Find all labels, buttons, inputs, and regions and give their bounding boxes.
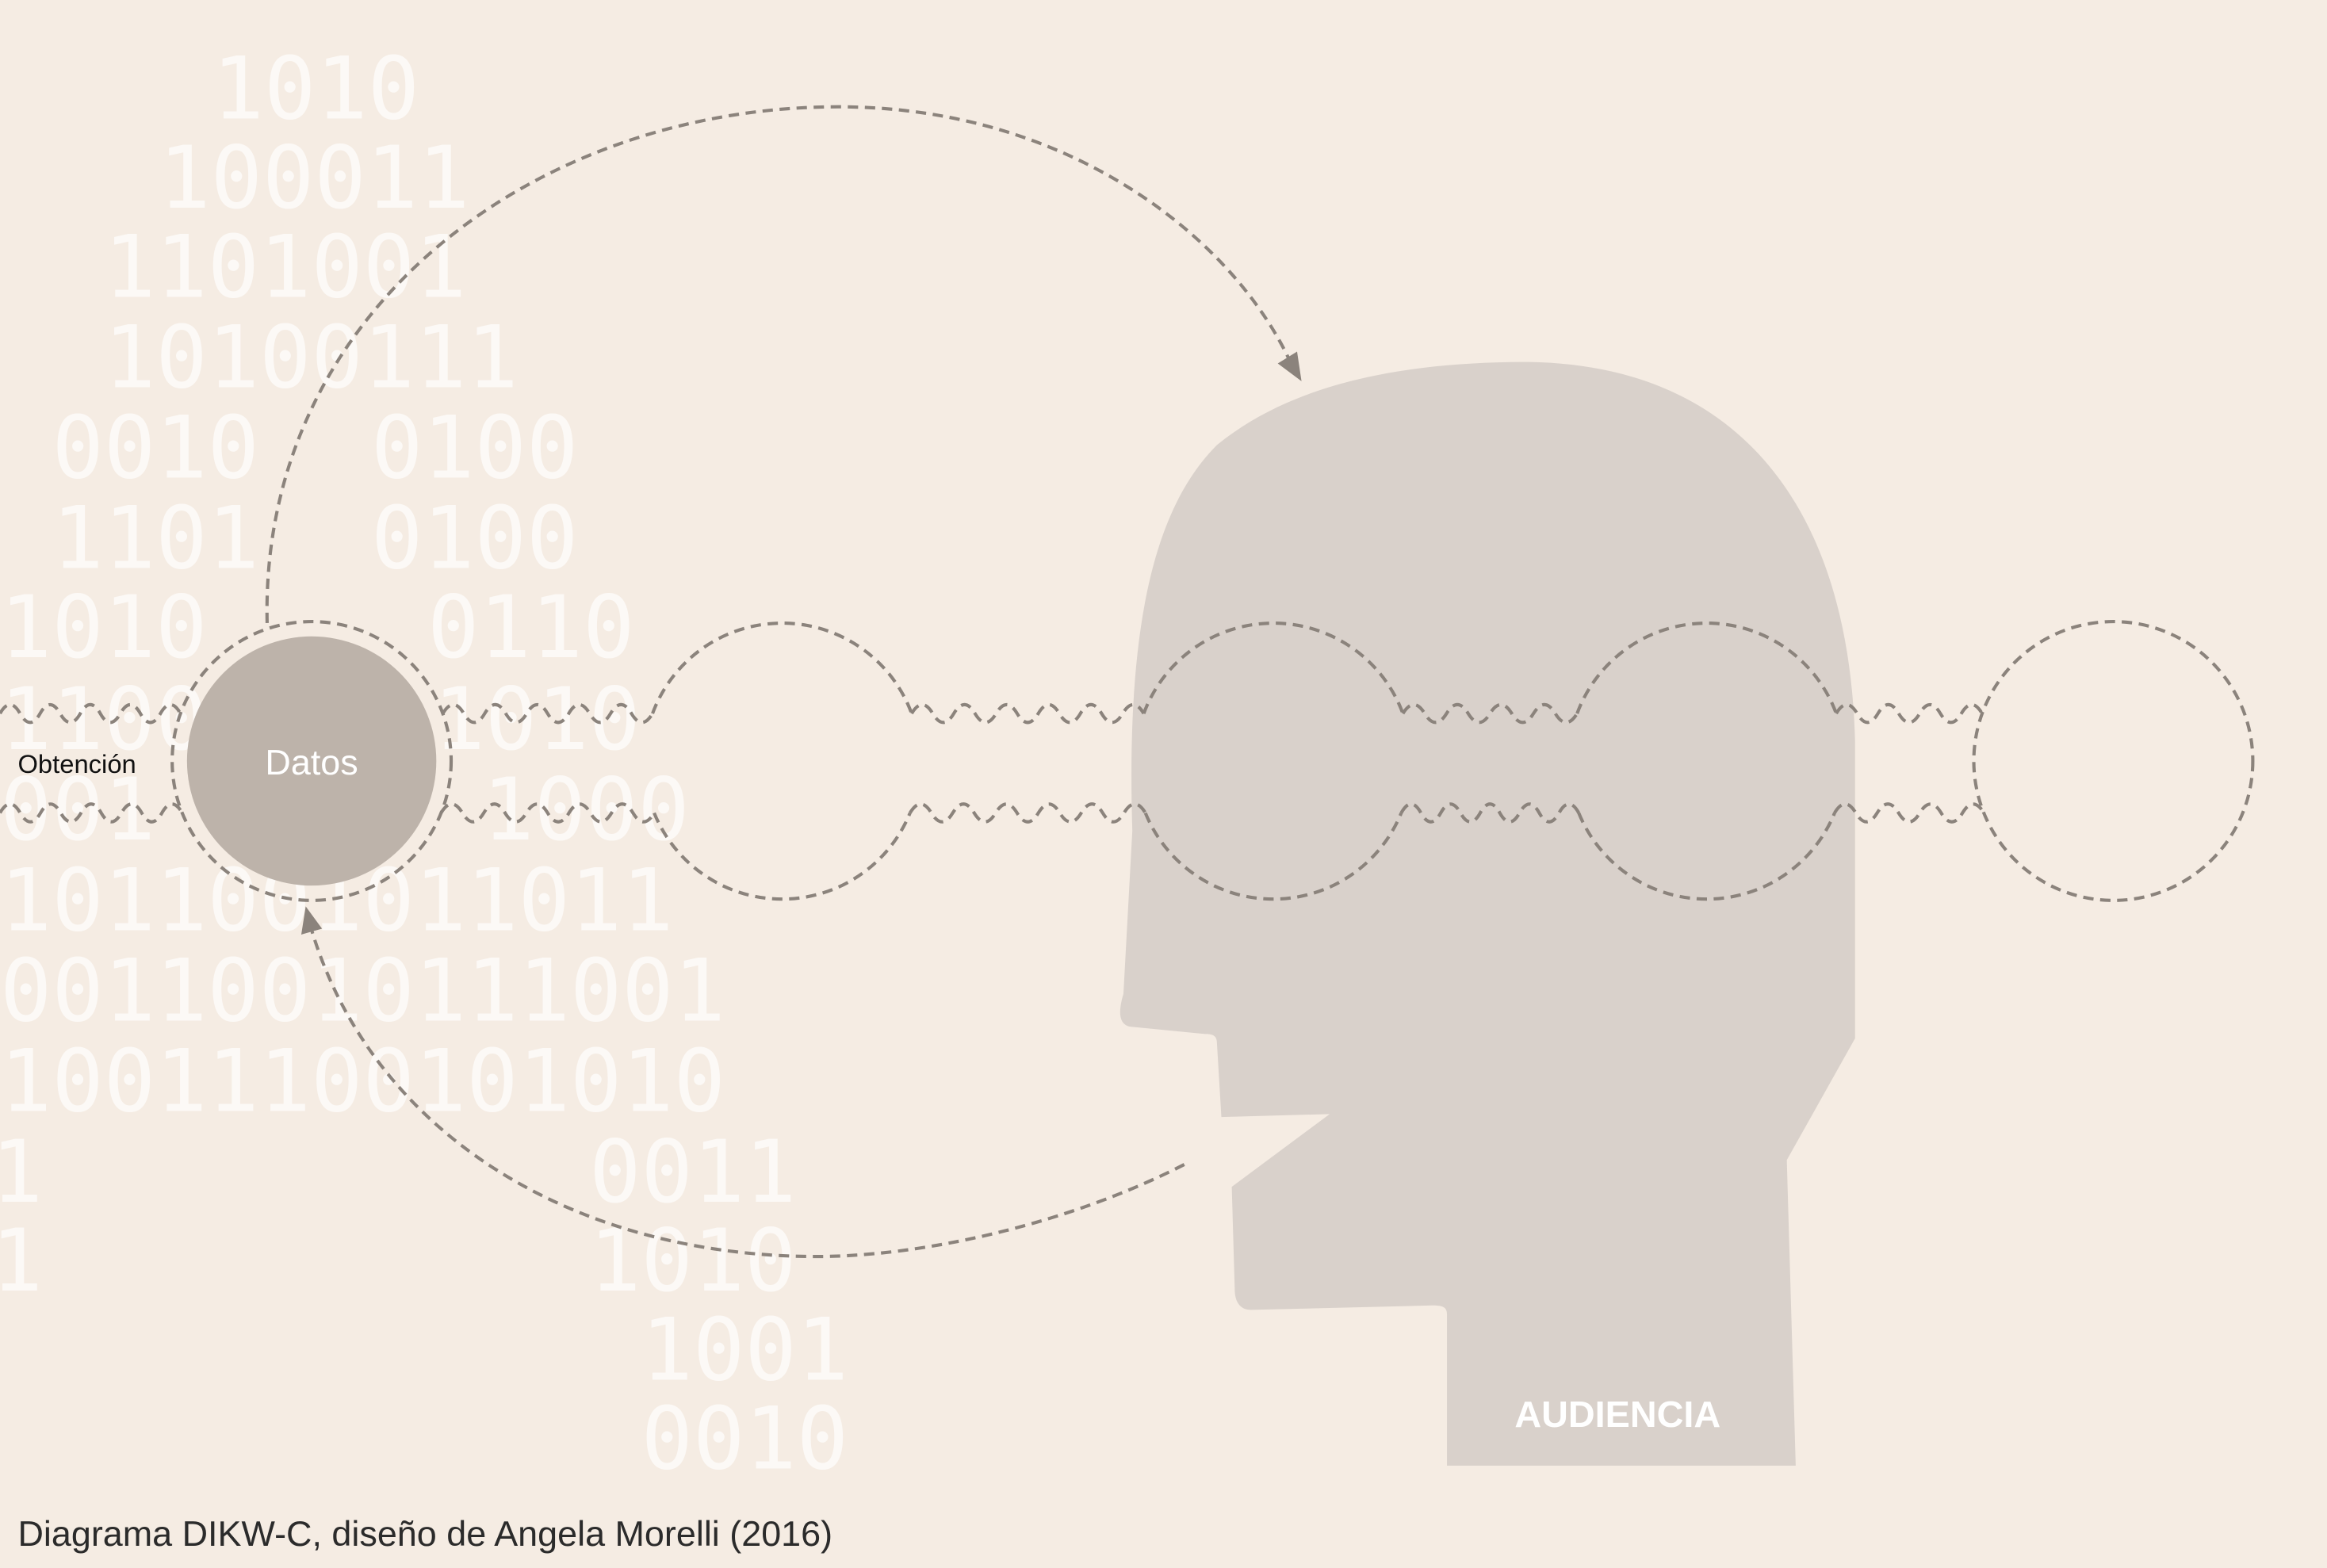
arrowhead-down-icon bbox=[1277, 351, 1302, 381]
binary-digits: 0011 bbox=[589, 1122, 796, 1222]
binary-digits: 1010 bbox=[589, 1210, 796, 1311]
binary-digits: 1101 bbox=[52, 488, 259, 589]
data-flow-lines bbox=[0, 621, 1986, 901]
datos-label: Datos bbox=[265, 742, 358, 782]
binary-digits: 0100 bbox=[371, 488, 578, 589]
feedback-arrows bbox=[265, 105, 1302, 1259]
wave-line-lower bbox=[909, 802, 1147, 824]
wave-line-lower bbox=[1399, 802, 1581, 824]
binary-digits: 0100 bbox=[371, 398, 578, 499]
binary-digits: 10100111 bbox=[104, 307, 519, 407]
dashed-bulge-arc-lower bbox=[1577, 812, 1836, 901]
wave-line-lower bbox=[439, 802, 656, 824]
binary-digits: 001 bbox=[0, 759, 155, 860]
diagram-caption: Diagrama DIKW-C, diseño de Angela Morell… bbox=[17, 1513, 832, 1554]
arrow-datos-to-audiencia bbox=[265, 105, 1292, 624]
binary-digits: 0010 bbox=[52, 398, 259, 499]
binary-digits: 0110 bbox=[427, 577, 634, 678]
binary-digits: 1010 bbox=[212, 39, 419, 140]
wave-line-upper bbox=[441, 702, 654, 725]
dashed-bulge-arc-lower bbox=[1143, 812, 1403, 901]
wave-line-lower bbox=[0, 802, 184, 824]
audience-head-silhouette bbox=[1119, 361, 1855, 1466]
dashed-circle-end bbox=[1972, 620, 2255, 902]
binary-digits: 1 bbox=[0, 1122, 43, 1222]
binary-digits: 0010 bbox=[641, 1389, 848, 1490]
binary-digits: 10011100101010 bbox=[0, 1031, 725, 1132]
wave-line-upper bbox=[1401, 702, 1579, 725]
binary-digits: 1001 bbox=[641, 1299, 848, 1400]
binary-digits: 00110010111001 bbox=[0, 940, 725, 1041]
binary-digits: 1010 bbox=[0, 577, 207, 678]
binary-digits: 1000 bbox=[482, 759, 689, 860]
arrowhead-up-icon bbox=[300, 906, 323, 935]
dashed-bulge-arc-lower bbox=[653, 812, 912, 901]
binary-digits: 1010 bbox=[434, 669, 641, 770]
binary-digits: 1 bbox=[0, 1210, 43, 1311]
datos-circle bbox=[186, 636, 437, 886]
binary-digits-backdrop: 1010 100011 1101001 10100111 0010 0100 1… bbox=[0, 39, 848, 1490]
arrow-audiencia-to-datos bbox=[310, 929, 1185, 1259]
datos-node: Datos bbox=[170, 620, 454, 902]
wave-line-upper bbox=[0, 702, 182, 725]
audiencia-label: AUDIENCIA bbox=[1514, 1394, 1720, 1435]
binary-digits: 1101001 bbox=[104, 216, 467, 317]
wave-line-upper bbox=[910, 702, 1146, 725]
obtencion-label: Obtención bbox=[17, 749, 136, 778]
binary-digits: 100011 bbox=[159, 128, 469, 228]
datos-dashed-ring bbox=[170, 620, 454, 902]
